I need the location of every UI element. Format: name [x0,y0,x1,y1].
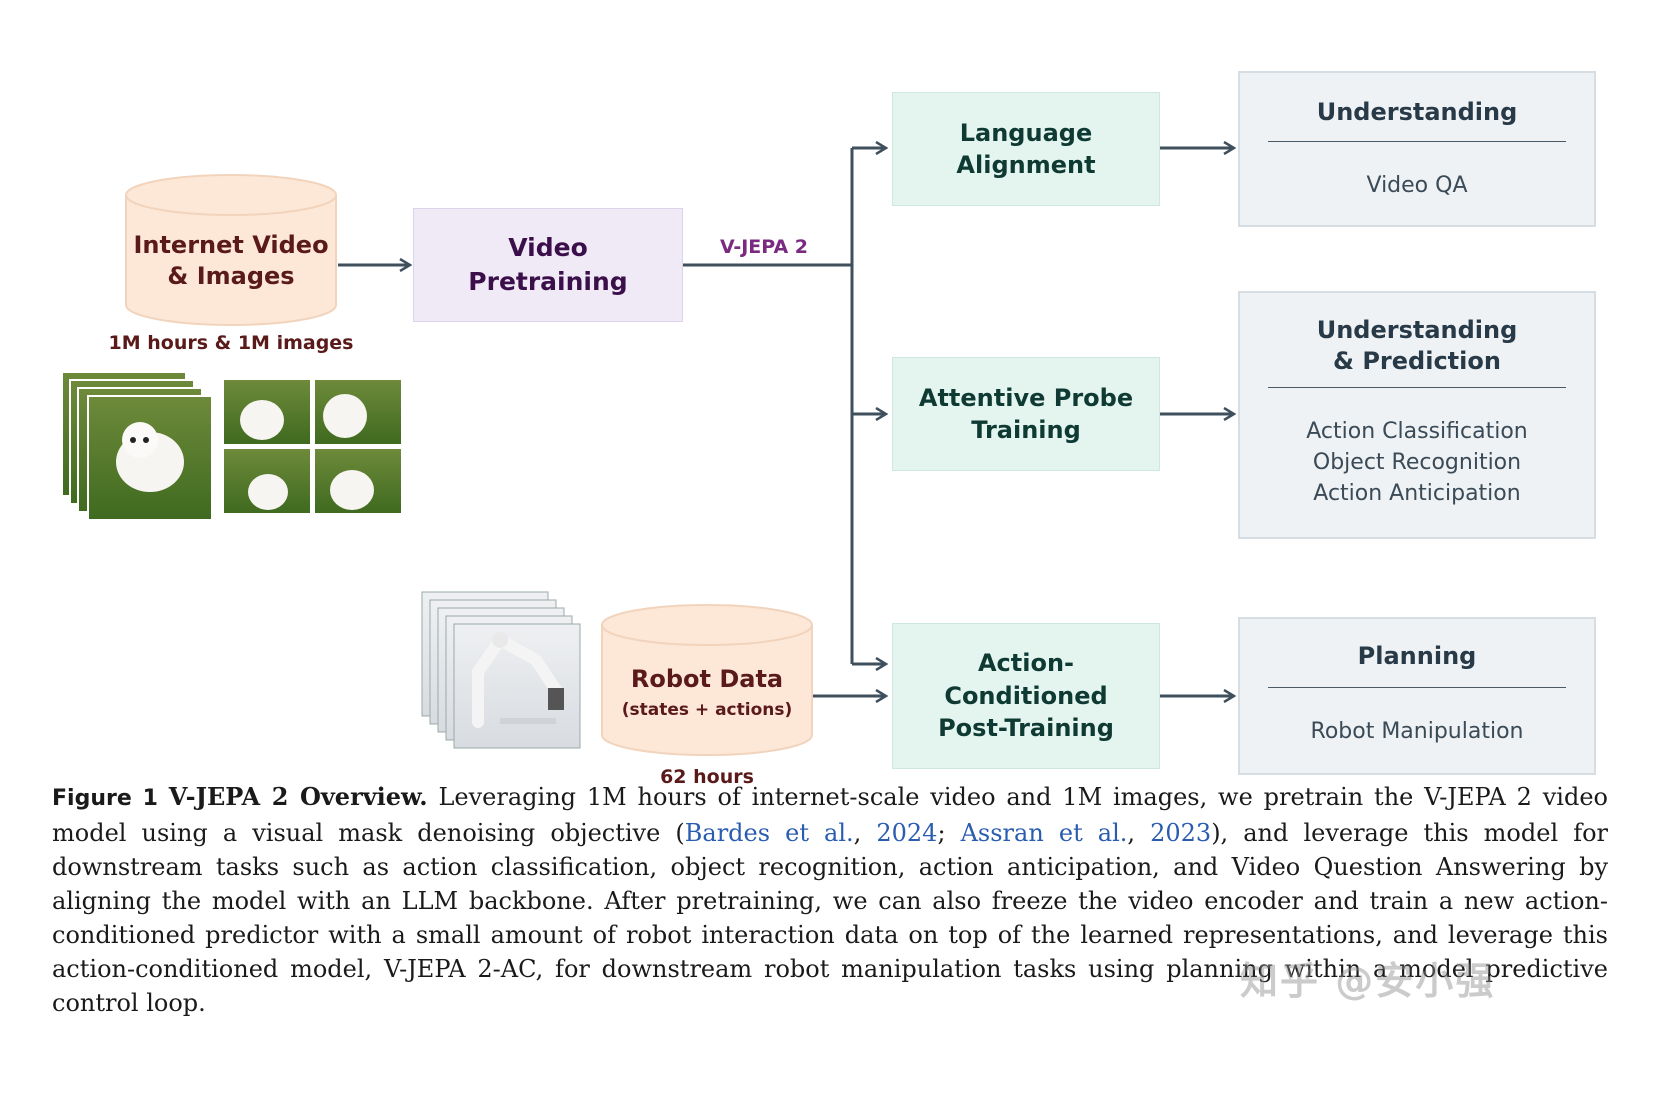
masked-dog-grid-image [224,380,401,513]
diagram-canvas [61,0,1656,756]
internet-data-amount: 1M hours & 1M images [108,332,354,354]
output-understanding-divider [1268,141,1566,142]
output-understanding-prediction-divider [1268,387,1566,388]
v-jepa-2-edge-label: V-JEPA 2 [720,236,808,258]
robot-data-amount: 62 hours [660,766,754,788]
output-understanding-title: Understanding [1316,98,1518,126]
caption-text-1: Leveraging 1M hours of internet-scale vi… [52,783,1608,847]
dog-video-frames-image [61,371,213,521]
caption-text-2: ), and leverage this model for downstrea… [52,819,1608,1017]
citation-assran-year[interactable]: 2023 [1150,819,1212,847]
output-planning-divider [1268,687,1566,688]
figure-title: V-JEPA 2 Overview. [168,782,428,811]
output-understanding-prediction-title: Understanding & Prediction [1316,316,1518,376]
output-planning-title: Planning [1357,642,1477,670]
citation-bardes-name[interactable]: Bardes et al. [684,819,854,847]
video-pretraining-box: Video Pretraining [413,208,683,322]
robot-data-cylinder [601,604,813,756]
robot-data-label: Robot Data (states + actions) [621,665,793,721]
output-understanding: Understanding Video QA [1238,71,1596,227]
figure-number: Figure 1 [52,786,158,811]
citation-bardes-year[interactable]: 2024 [876,819,938,847]
action-conditioned-post-training-box: Action- Conditioned Post-Training [892,623,1160,769]
watermark: 知乎 @安小强 [1240,959,1496,1003]
internet-data-cylinder [125,174,337,326]
internet-data-label: Internet Video & Images [133,231,329,291]
output-understanding-items: Video QA [1366,173,1468,198]
robot-arm-frames-image [421,591,581,749]
output-planning: Planning Robot Manipulation [1238,617,1596,775]
attentive-probe-training-box: Attentive Probe Training [892,357,1160,471]
citation-assran-name[interactable]: Assran et al. [960,819,1128,847]
output-understanding-prediction-items: Action Classification Object Recognition… [1306,419,1528,506]
figure-caption: Figure 1 V-JEPA 2 Overview. Leveraging 1… [52,782,1608,1017]
language-alignment-box: Language Alignment [892,92,1160,206]
output-planning-items: Robot Manipulation [1310,719,1524,744]
output-understanding-prediction: Understanding & Prediction Action Classi… [1238,291,1596,539]
